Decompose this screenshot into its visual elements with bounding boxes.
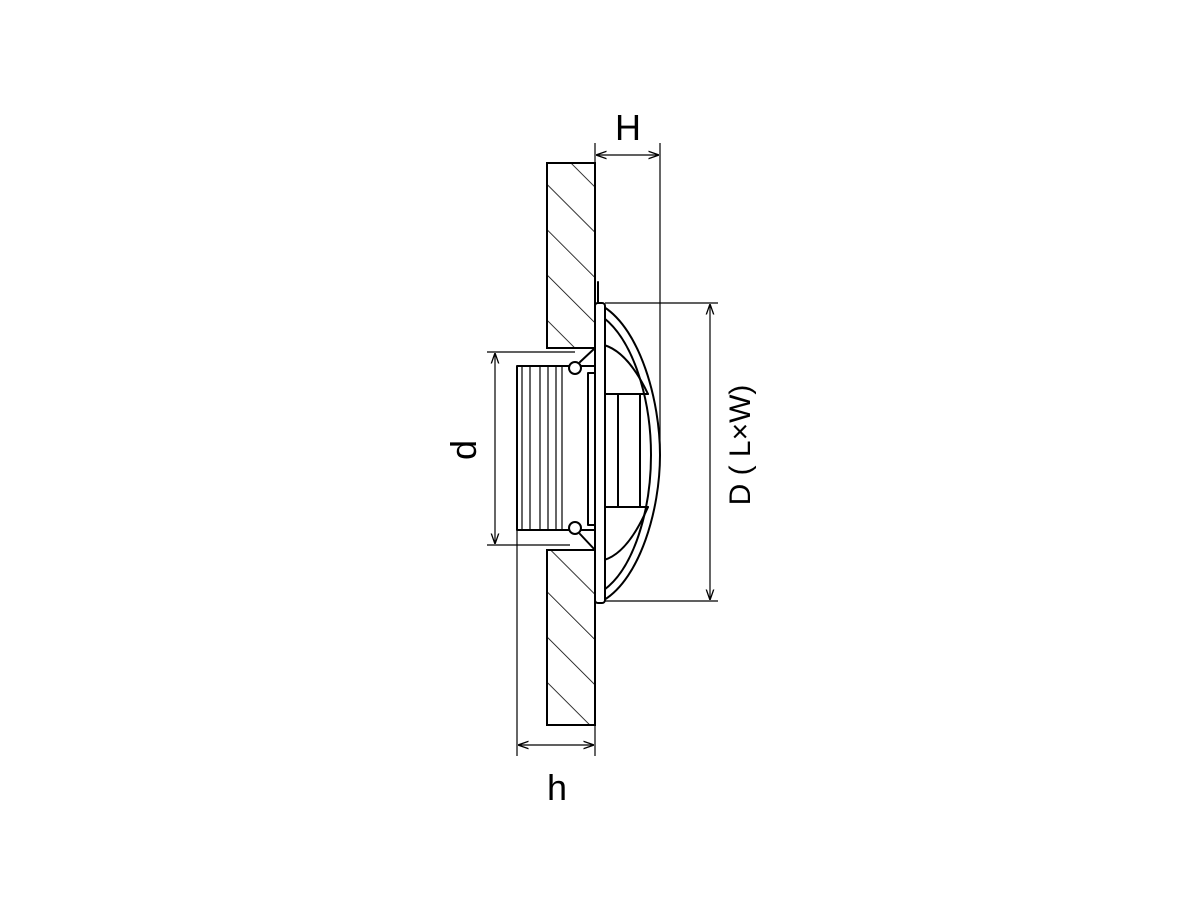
- dimension-H: H: [594, 107, 661, 455]
- dimension-h: h: [516, 530, 596, 808]
- trim-flange: [594, 302, 606, 604]
- spring-clip-bottom: [568, 521, 582, 535]
- label-D: D ( L×W): [724, 385, 757, 506]
- label-h: h: [547, 767, 567, 808]
- spring-clip-top: [568, 361, 582, 375]
- reflector-lower-edge: [603, 506, 649, 561]
- label-d: d: [443, 440, 484, 460]
- label-H: H: [615, 107, 641, 148]
- fixture-housing: [516, 365, 598, 531]
- fixture-trim: [594, 281, 661, 604]
- wall-upper: [546, 162, 596, 349]
- clip-arm-top: [579, 347, 596, 363]
- clip-arm-bottom: [579, 533, 596, 551]
- fixture-body: [516, 347, 598, 551]
- dome-inner: [603, 317, 652, 591]
- dimension-d: d: [443, 351, 575, 546]
- wall-section: [546, 162, 596, 726]
- wall-lower: [546, 549, 596, 726]
- reflector-upper-edge: [603, 344, 649, 395]
- dimension-D: D ( L×W): [605, 302, 757, 602]
